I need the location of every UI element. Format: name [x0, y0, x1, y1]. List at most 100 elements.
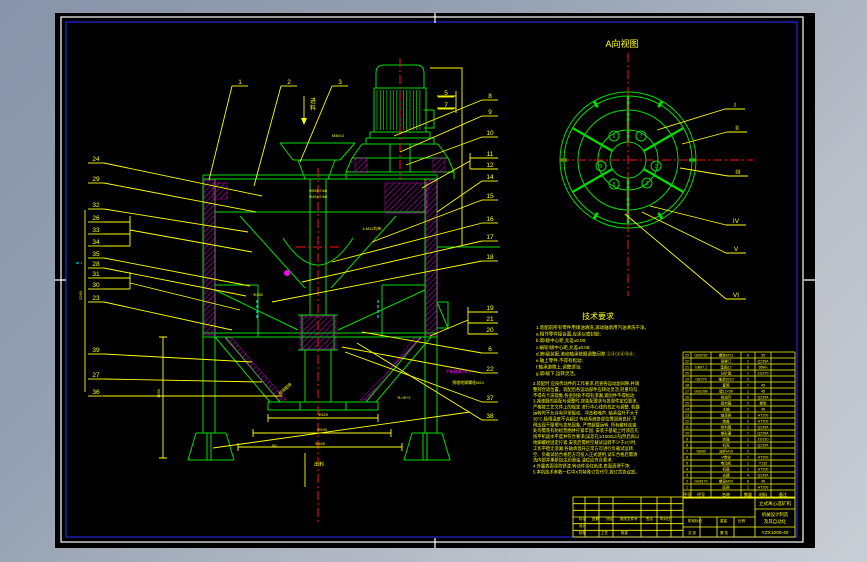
tech-line: c.蜗轮Ⅰ级中心距,允差±0.06;: [536, 344, 591, 351]
table-cell: GB6170: [694, 480, 707, 484]
table-cell: 支腿: [722, 473, 730, 478]
balloon-number: 30: [92, 282, 100, 289]
roman-label: V: [734, 246, 739, 253]
table-cell: 1: [747, 486, 749, 490]
table-cell: HT200: [758, 420, 769, 424]
roman-label: IV: [733, 218, 740, 225]
dim-text: 料: [310, 104, 316, 112]
balloon-number: 31: [92, 271, 100, 278]
balloon-number: 7: [444, 102, 448, 109]
balloon-number: 10: [486, 130, 494, 137]
dim-text: 1250: [156, 388, 161, 398]
balloon-number: 28: [92, 261, 100, 268]
balloon-number: 9: [488, 109, 492, 116]
circled-item-number: 2: [655, 164, 658, 170]
dim-text: 平衡精度G6.3: [446, 368, 471, 374]
table-cell: 10: [685, 432, 689, 436]
table-cell: 20: [685, 372, 689, 376]
table-cell: 锥形罩: [721, 431, 732, 436]
title-block-label: 设计: [579, 523, 587, 528]
balloon-number: 27: [92, 372, 100, 379]
table-cell: 11: [685, 426, 689, 430]
title-block-label: 标记: [579, 516, 587, 521]
title-block-label: 重量: [720, 518, 728, 523]
balloon-number: 3: [338, 79, 342, 86]
table-cell: 13: [685, 414, 689, 418]
balloon-number: 8: [488, 93, 492, 100]
title-block-label: 更改文件号: [620, 516, 638, 521]
table-cell: Q235A: [757, 360, 769, 364]
table-cell: 底座: [722, 485, 730, 490]
table-cell: 2: [747, 450, 749, 454]
table-cell: 套筒: [722, 383, 730, 388]
table-header: 材料: [759, 491, 767, 497]
tech-line: e.轴上零件,不得有松动;: [536, 357, 583, 364]
dim-text: R=Φ+2: [398, 395, 412, 400]
dim-text: 预埋地脚螺栓M24: [452, 379, 485, 385]
dim-text: 2260: [78, 290, 83, 300]
title-block-label: 分区: [606, 516, 614, 521]
table-cell: V带轮: [721, 455, 731, 460]
dim-text: Φ640: [315, 441, 326, 446]
table-cell: 2: [747, 420, 749, 424]
datum-mark: [284, 270, 290, 276]
table-cell: 21: [685, 366, 689, 370]
table-cell: 45: [761, 384, 765, 388]
table-cell: 1: [747, 438, 749, 442]
table-cell: 1: [747, 384, 749, 388]
table-cell: 17: [685, 390, 689, 394]
table-cell: Q235A: [757, 396, 769, 400]
table-cell: 机座: [722, 467, 730, 472]
title-block-product: 立式离心选矿机: [759, 500, 792, 507]
table-cell: 45: [761, 480, 765, 484]
table-cell: 端盖: [722, 419, 730, 424]
balloon-number: 21: [486, 316, 494, 323]
table-cell: 1: [747, 456, 749, 460]
table-cell: 2: [747, 402, 749, 406]
tech-requirements-heading: 技术要求: [582, 311, 614, 321]
table-cell: 8: [686, 444, 688, 448]
table-cell: ZG270: [758, 372, 769, 376]
table-cell: 垫圈12: [720, 365, 731, 370]
table-cell: 分矿盘: [721, 371, 732, 376]
circled-item-number: 7: [640, 134, 643, 140]
table-cell: 挡油环: [721, 395, 732, 400]
dim-text: Φ55H7/k6: [309, 188, 328, 193]
circled-item-number: 6: [613, 134, 616, 140]
circled-item-number: 3: [646, 181, 649, 187]
dim-text: 50: [272, 443, 277, 448]
dim-text: Φ530: [317, 427, 328, 432]
dim-text: Φ420: [318, 412, 329, 417]
balloon-number: 5: [444, 90, 448, 97]
dim-text: Φ380: [253, 292, 264, 297]
balloon-number: 2: [287, 79, 291, 86]
balloon-number: 24: [92, 156, 100, 163]
table-header: 备注: [779, 491, 787, 497]
balloon-number: 26: [92, 215, 100, 222]
table-cell: 6: [747, 354, 749, 358]
table-cell: Q235A: [757, 432, 769, 436]
table-cell: GB276: [695, 378, 706, 382]
table-cell: Q235A: [757, 426, 769, 430]
roman-label: II: [735, 125, 739, 132]
title-block-org2: 及其自动化: [764, 518, 787, 525]
dim-text: 4-M12均布: [362, 225, 381, 231]
balloon-number: 39: [92, 347, 100, 354]
balloon-number: 35: [92, 251, 100, 258]
table-cell: 45: [761, 408, 765, 412]
table-cell: 19: [685, 378, 689, 382]
dim-text: 出料: [314, 461, 324, 468]
table-cell: 转鼓: [722, 437, 730, 442]
title-block-label: 签名: [646, 516, 653, 521]
a-view-title: A向视图: [605, 38, 638, 49]
table-cell: 4: [686, 468, 688, 472]
table-cell: 9: [686, 438, 688, 442]
table-cell: 轴承座: [721, 413, 732, 418]
title-block-label: 处数: [592, 516, 600, 521]
roman-label: VI: [733, 292, 739, 299]
title-block-drawing-number: YZX1000-40: [762, 530, 789, 536]
balloon-number: 6: [488, 346, 492, 353]
table-cell: Y132: [759, 462, 767, 466]
table-cell: 螺栓M12: [719, 353, 733, 358]
title-block-label: 批准: [621, 530, 629, 535]
